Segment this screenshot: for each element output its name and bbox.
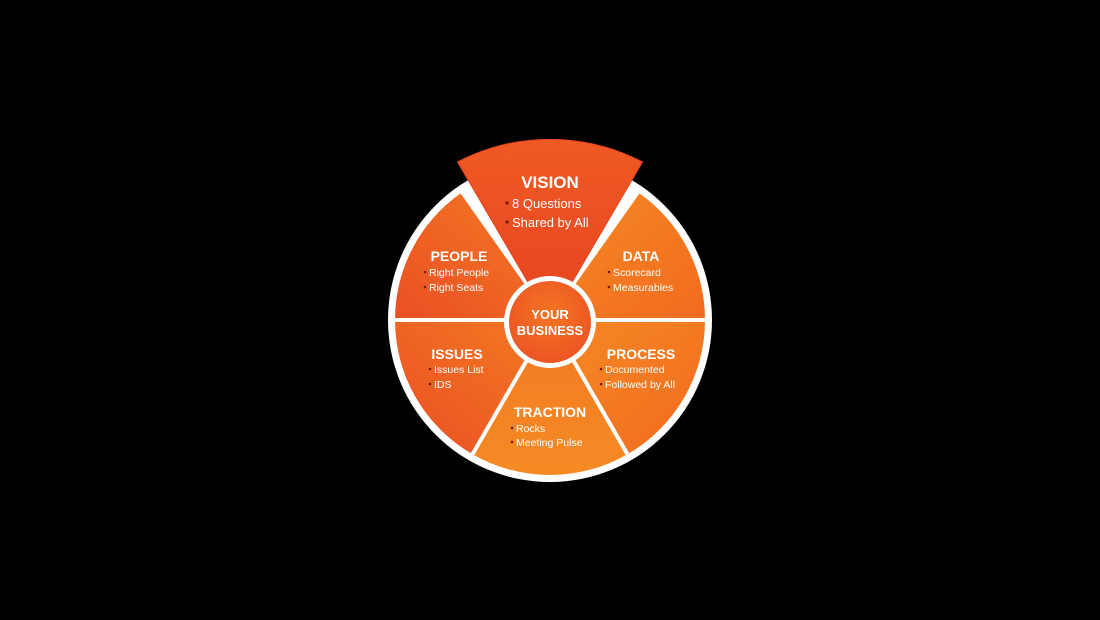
people-item-1: Right People: [429, 267, 489, 279]
segment-data: [550, 193, 706, 320]
bullet-icon: [428, 367, 432, 371]
segment-people: [395, 193, 550, 320]
bullet-icon: [510, 440, 514, 444]
issues-item-1: Issues List: [434, 364, 484, 376]
traction-item-2: Meeting Pulse: [516, 437, 583, 449]
center-label-line1: YOUR: [531, 307, 569, 322]
data-title: DATA: [623, 248, 660, 264]
process-title: PROCESS: [607, 346, 675, 362]
vision-item-1: 8 Questions: [512, 196, 582, 211]
bullet-icon: [510, 426, 514, 430]
traction-title: TRACTION: [514, 404, 586, 420]
people-item-2: Right Seats: [429, 282, 483, 294]
center-label-line2: BUSINESS: [517, 323, 584, 338]
center-circle: [509, 281, 591, 363]
bullet-icon: [607, 285, 611, 289]
traction-item-1: Rocks: [516, 423, 545, 435]
segment-issues: [395, 320, 550, 455]
bullet-icon: [505, 220, 509, 224]
issues-item-2: IDS: [434, 379, 452, 391]
people-title: PEOPLE: [431, 248, 488, 264]
segment-process: [550, 320, 705, 455]
data-item-2: Measurables: [613, 282, 673, 294]
process-item-2: Followed by All: [605, 379, 675, 391]
bullet-icon: [423, 285, 427, 289]
vision-item-2: Shared by All: [512, 215, 589, 230]
bullet-icon: [599, 367, 603, 371]
segment-traction: [472, 320, 628, 475]
issues-title: ISSUES: [431, 346, 482, 362]
bullet-icon: [607, 270, 611, 274]
bullet-icon: [423, 270, 427, 274]
bullet-icon: [599, 382, 603, 386]
bullet-icon: [505, 201, 509, 205]
data-item-1: Scorecard: [613, 267, 661, 279]
process-item-1: Documented: [605, 364, 665, 376]
bullet-icon: [428, 382, 432, 386]
segment-vision: [456, 138, 644, 321]
vision-title: VISION: [521, 173, 579, 192]
